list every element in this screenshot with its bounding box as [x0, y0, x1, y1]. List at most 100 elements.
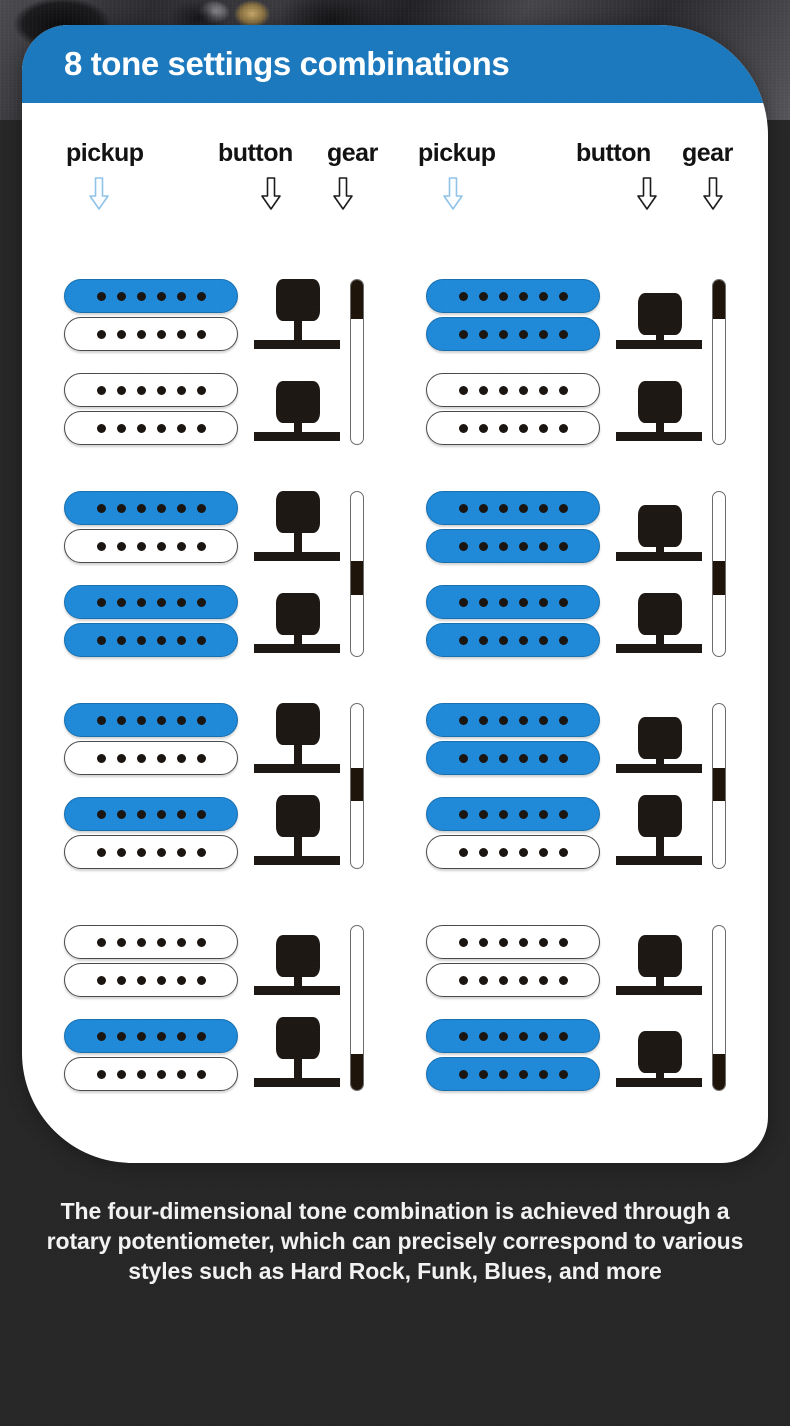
pole-piece-icon	[478, 423, 488, 433]
pole-piece-icon	[518, 1069, 528, 1079]
pickup-coil-4-inactive[interactable]	[426, 835, 600, 869]
pickup-coil-1-active[interactable]	[64, 491, 238, 525]
pickup-coil-4-inactive[interactable]	[64, 411, 238, 445]
pickup-coil-2-inactive[interactable]	[426, 963, 600, 997]
toggle-switch-2-flush[interactable]	[616, 1017, 702, 1087]
pickup-coil-4-inactive[interactable]	[64, 1057, 238, 1091]
pole-piece-icon	[116, 937, 126, 947]
pickup-coil-4-active[interactable]	[426, 1057, 600, 1091]
pole-piece-icon	[136, 1069, 146, 1079]
pickup-coil-4-active[interactable]	[426, 623, 600, 657]
tone-combination-5[interactable]	[46, 695, 398, 873]
tone-combination-1[interactable]	[46, 271, 398, 449]
pole-piece-icon	[498, 423, 508, 433]
switch-knob-icon	[638, 505, 682, 547]
pole-piece-icon	[176, 809, 186, 819]
gear-position-indicator[interactable]	[712, 279, 726, 445]
pickup-coil-2-inactive[interactable]	[64, 529, 238, 563]
pole-piece-icon	[156, 1069, 166, 1079]
pickup-coil-1-active[interactable]	[64, 279, 238, 313]
pickup-coil-3-active[interactable]	[426, 585, 600, 619]
pole-piece-icon	[136, 541, 146, 551]
pickup-coil-3-active[interactable]	[426, 797, 600, 831]
pole-piece-icon	[156, 329, 166, 339]
pickup-coil-4-inactive[interactable]	[64, 835, 238, 869]
pole-piece-icon	[176, 1069, 186, 1079]
pole-piece-icon	[458, 385, 468, 395]
pickup-coil-1-active[interactable]	[426, 491, 600, 525]
toggle-switch-2-up[interactable]	[254, 1017, 340, 1087]
pole-piece-icon	[518, 635, 528, 645]
pickup-coil-4-inactive[interactable]	[426, 411, 600, 445]
toggle-switch-1-flush[interactable]	[616, 279, 702, 349]
pole-piece-icon	[498, 809, 508, 819]
toggle-switch-1-up[interactable]	[254, 703, 340, 773]
gear-position-indicator[interactable]	[350, 703, 364, 869]
pickup-coil-2-inactive[interactable]	[64, 963, 238, 997]
tone-combination-2[interactable]	[408, 271, 760, 449]
pole-piece-icon	[96, 423, 106, 433]
pole-piece-icon	[458, 503, 468, 513]
pole-piece-icon	[478, 291, 488, 301]
toggle-switch-1-flush[interactable]	[616, 491, 702, 561]
switch-group	[254, 491, 340, 659]
pickup-coil-2-active[interactable]	[426, 317, 600, 351]
gear-position-indicator[interactable]	[712, 491, 726, 657]
tone-combination-8[interactable]	[408, 917, 760, 1095]
tone-combination-3[interactable]	[46, 483, 398, 661]
switch-group	[616, 279, 702, 447]
toggle-switch-2-down[interactable]	[616, 371, 702, 441]
gear-position-indicator[interactable]	[350, 925, 364, 1091]
pickup-coil-2-active[interactable]	[426, 741, 600, 775]
gear-position-indicator[interactable]	[350, 491, 364, 657]
gear-position-indicator[interactable]	[350, 279, 364, 445]
pickup-coil-1-active[interactable]	[64, 703, 238, 737]
switch-group	[616, 925, 702, 1093]
pickup-coil-1-active[interactable]	[426, 279, 600, 313]
pole-piece-icon	[498, 635, 508, 645]
tone-combination-4[interactable]	[408, 483, 760, 661]
pickup-coil-4-active[interactable]	[64, 623, 238, 657]
pole-piece-icon	[96, 715, 106, 725]
toggle-switch-2-down[interactable]	[254, 583, 340, 653]
toggle-switch-1-down[interactable]	[616, 925, 702, 995]
gear-position-indicator[interactable]	[712, 925, 726, 1091]
pole-piece-icon	[176, 937, 186, 947]
toggle-switch-2-down[interactable]	[254, 371, 340, 441]
toggle-switch-1-down[interactable]	[254, 925, 340, 995]
pole-piece-icon	[518, 329, 528, 339]
pickup-coil-2-inactive[interactable]	[64, 317, 238, 351]
switch-stem-icon	[294, 633, 302, 645]
pole-piece-icon	[458, 715, 468, 725]
pickup-coil-3-inactive[interactable]	[64, 373, 238, 407]
pickup-coil-3-active[interactable]	[64, 585, 238, 619]
pole-piece-icon	[538, 503, 548, 513]
pole-piece-icon	[478, 847, 488, 857]
pole-piece-icon	[558, 809, 568, 819]
switch-base-icon	[254, 986, 340, 995]
pickup-coil-2-inactive[interactable]	[64, 741, 238, 775]
toggle-switch-2-up[interactable]	[616, 795, 702, 865]
pickup-coil-3-active[interactable]	[64, 797, 238, 831]
tone-combination-7[interactable]	[46, 917, 398, 1095]
toggle-switch-1-up[interactable]	[254, 279, 340, 349]
pickup-coil-1-inactive[interactable]	[64, 925, 238, 959]
arrow-down-icon-gear-left	[333, 177, 353, 210]
gear-position-indicator[interactable]	[712, 703, 726, 869]
toggle-switch-2-up[interactable]	[254, 795, 340, 865]
toggle-switch-1-up[interactable]	[254, 491, 340, 561]
pickup-coil-1-active[interactable]	[426, 703, 600, 737]
pickup-coil-1-inactive[interactable]	[426, 925, 600, 959]
pickup-coil-3-active[interactable]	[426, 1019, 600, 1053]
pole-piece-icon	[196, 329, 206, 339]
tone-combination-6[interactable]	[408, 695, 760, 873]
pole-piece-icon	[478, 329, 488, 339]
pole-piece-icon	[518, 847, 528, 857]
pickup-coil-3-active[interactable]	[64, 1019, 238, 1053]
toggle-switch-2-down[interactable]	[616, 583, 702, 653]
pickup-coil-2-active[interactable]	[426, 529, 600, 563]
pickup-coil-3-inactive[interactable]	[426, 373, 600, 407]
caption-text: The four-dimensional tone combination is…	[46, 1198, 744, 1284]
toggle-switch-1-flush[interactable]	[616, 703, 702, 773]
pole-piece-icon	[136, 329, 146, 339]
